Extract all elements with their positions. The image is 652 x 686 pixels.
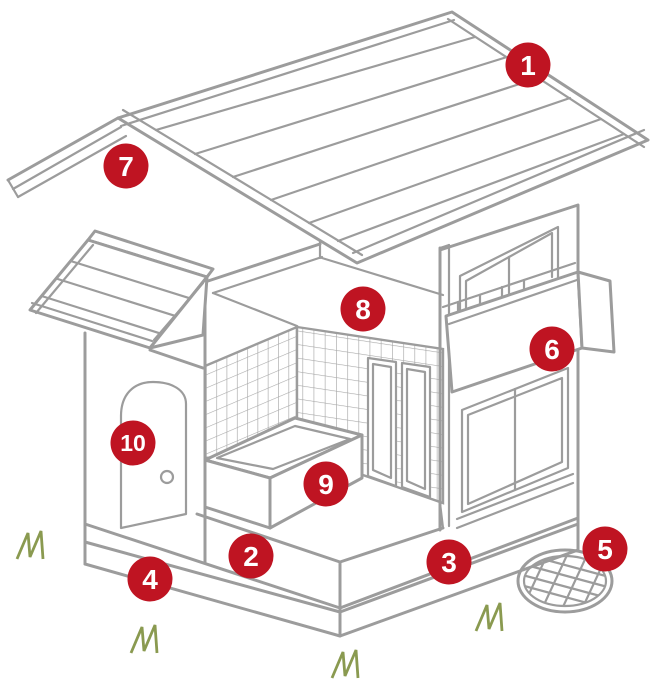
callout-badges: 1 2 3 4 5 6 7 8	[103, 42, 628, 602]
callout-badge-6: 6	[529, 326, 575, 372]
entrance-door	[119, 380, 188, 530]
callout-number: 9	[318, 469, 334, 500]
callout-number: 8	[355, 294, 371, 325]
callout-number: 10	[120, 430, 146, 456]
grass-tuft-icon	[330, 649, 360, 679]
upper-window	[458, 225, 560, 314]
balcony	[441, 261, 616, 394]
callout-number: 4	[142, 564, 158, 595]
callout-number: 7	[118, 151, 134, 182]
drain-cover	[516, 548, 614, 614]
main-roof	[6, 10, 650, 265]
callout-number: 2	[243, 541, 259, 572]
callout-badge-9: 9	[303, 461, 349, 507]
callout-badge-1: 1	[505, 42, 551, 88]
grass-tuft-icon	[15, 530, 45, 560]
callout-number: 6	[544, 334, 560, 365]
callout-badge-3: 3	[426, 539, 472, 585]
porch-roof-planks	[40, 259, 191, 335]
grass-tuft-icon	[474, 602, 504, 632]
sliding-doors	[366, 356, 432, 499]
callout-badge-4: 4	[127, 556, 173, 602]
callout-badge-7: 7	[103, 143, 149, 189]
callout-number: 3	[441, 547, 457, 578]
cutaway-wall-edges	[203, 239, 445, 328]
callout-badge-10: 10	[110, 420, 156, 466]
callout-number: 1	[520, 50, 536, 81]
callout-badge-5: 5	[582, 526, 628, 572]
lower-window	[455, 366, 575, 530]
callout-badge-8: 8	[340, 286, 386, 332]
callout-badge-2: 2	[228, 533, 274, 579]
roof-left-overhang	[6, 116, 128, 199]
grass-tuft-icon	[129, 624, 159, 654]
grass-tufts	[15, 530, 504, 679]
porch-roof	[28, 229, 215, 350]
callout-number: 5	[597, 534, 613, 565]
right-section-wall	[438, 203, 580, 532]
door-knob	[159, 469, 175, 485]
roof-planks	[154, 35, 626, 243]
